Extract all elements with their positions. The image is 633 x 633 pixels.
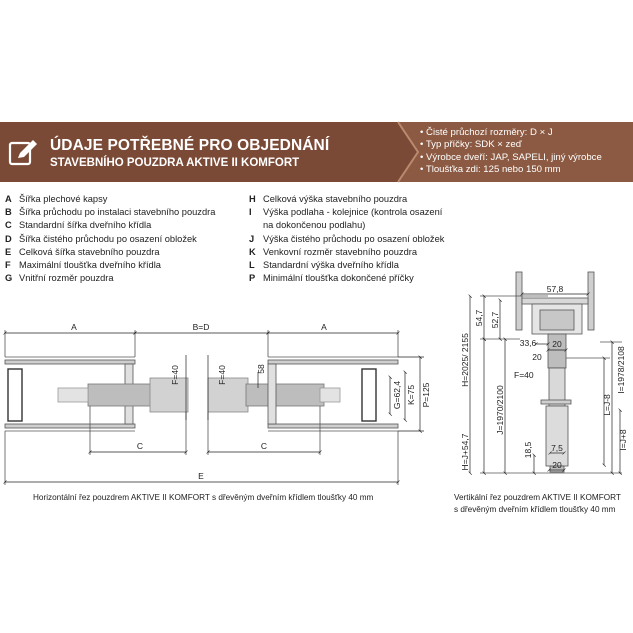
requirement-item: • Typ příčky: SDK × zeď xyxy=(420,139,522,151)
dim-a-right: A xyxy=(321,322,327,332)
dim-57-8: 57,8 xyxy=(547,284,564,294)
requirement-item: • Výrobce dveří: JAP, SAPELI, jiný výrob… xyxy=(420,151,602,163)
banner-title: ÚDAJE POTŘEBNÉ PRO OBJEDNÁNÍ xyxy=(50,137,330,154)
vertical-caption-1: Vertikální řez pouzdrem AKTIVE II KOMFOR… xyxy=(454,493,621,502)
dim-p: P=125 xyxy=(421,382,431,407)
dim-e: E xyxy=(198,471,204,481)
dim-g: G=62,4 xyxy=(392,381,402,409)
dim-a-left: A xyxy=(71,322,77,332)
dim-20c: 20 xyxy=(552,460,562,470)
dim-52-7: 52,7 xyxy=(490,311,500,328)
dim-33-6: 33,6 xyxy=(520,338,537,348)
banner-subtitle: STAVEBNÍHO POUZDRA AKTIVE II KOMFORT xyxy=(50,157,300,169)
dim-18-5: 18,5 xyxy=(523,441,533,458)
horizontal-caption: Horizontální řez pouzdrem AKTIVE II KOMF… xyxy=(33,493,374,502)
horizontal-section xyxy=(4,330,399,485)
dim-i: I=1978/2108 xyxy=(616,346,626,394)
vertical-caption-2: s dřevěným dveřním křídlem tloušťky 40 m… xyxy=(454,505,616,514)
edit-icon xyxy=(8,138,38,168)
requirements-list: • Čisté průchozí rozměry: D × J • Typ př… xyxy=(420,127,602,177)
dim-58: 58 xyxy=(256,364,266,374)
dim-20a: 20 xyxy=(552,339,562,349)
dim-54-7: 54,7 xyxy=(474,309,484,326)
dim-h: H=2025/ 2155 xyxy=(460,333,470,387)
dim-i-j8: I=J+8 xyxy=(618,429,628,451)
dim-f-right: F=40 xyxy=(217,365,227,385)
vertical-section xyxy=(480,271,622,474)
dim-hj: H=J+54,7 xyxy=(460,433,470,470)
dim-7-5: 7,5 xyxy=(551,443,563,453)
requirement-item: • Tloušťka zdi: 125 nebo 150 mm xyxy=(420,164,561,176)
legend-item: na dokončenou podlahu) xyxy=(263,220,366,231)
banner-background xyxy=(0,121,633,183)
order-info-banner xyxy=(0,120,633,184)
dim-f-left: F=40 xyxy=(170,365,180,385)
dim-j: J=1970/2100 xyxy=(495,385,505,435)
dim-c-left: C xyxy=(137,441,143,451)
dim-c-right: C xyxy=(261,441,267,451)
requirement-item: • Čisté průchozí rozměry: D × J xyxy=(420,127,553,138)
dim-k: K=75 xyxy=(406,385,416,405)
dim-l-j8: L=J-8 xyxy=(602,394,612,416)
dim-bd: B=D xyxy=(193,322,210,332)
dim-f-vertical: F=40 xyxy=(514,370,534,380)
dim-20b: 20 xyxy=(532,352,542,362)
